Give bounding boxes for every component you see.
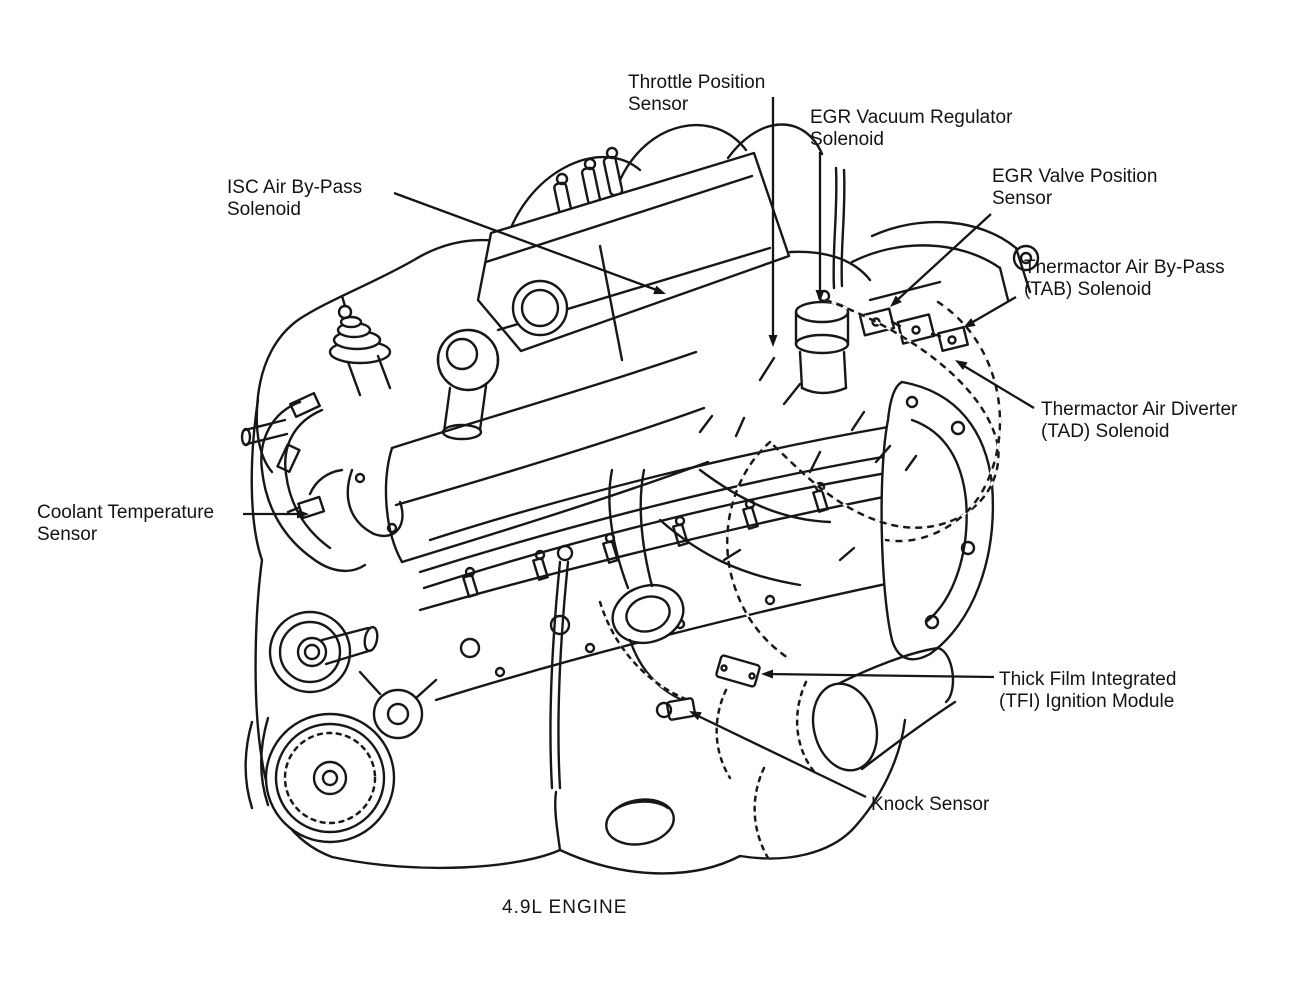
label-text: Solenoid <box>227 199 301 220</box>
water-pump-pulley <box>268 610 379 694</box>
thermactor-air-diverter-solenoid-leader-line <box>955 360 1035 409</box>
tfi-ignition-module-leader-line <box>761 669 995 679</box>
label-text: (TAD) Solenoid <box>1041 421 1169 442</box>
label-text: Sensor <box>992 188 1053 209</box>
vacuum-motor <box>328 294 392 397</box>
crank-pulley <box>244 712 396 844</box>
label-knock-sensor: Knock Sensor <box>871 794 990 815</box>
distributor <box>598 468 690 704</box>
label-throttle-position-sensor: Throttle Position Sensor <box>628 72 765 115</box>
coolant-temp-sensor-part <box>286 468 344 520</box>
label-tfi-ignition-module: Thick Film Integrated (TFI) Ignition Mod… <box>999 669 1176 712</box>
dipstick <box>549 544 574 790</box>
fuel-rail <box>418 423 918 590</box>
label-text: EGR Vacuum Regulator <box>810 107 1013 128</box>
thermactor-solenoids <box>858 280 969 353</box>
label-text: Thick Film Integrated <box>999 669 1176 690</box>
wiring-harness-ribbon <box>658 298 1000 660</box>
intake-tube <box>811 646 957 772</box>
label-egr-vacuum-regulator-solenoid: EGR Vacuum Regulator Solenoid <box>810 107 1013 150</box>
thermactor-air-bypass-solenoid-leader-line <box>963 296 1017 328</box>
label-coolant-temperature-sensor: Coolant Temperature Sensor <box>37 502 214 545</box>
detail-strokes <box>698 356 918 562</box>
label-text: Thermactor Air By-Pass <box>1024 257 1225 278</box>
tfi-module-part <box>715 654 761 688</box>
egr-valve <box>794 166 850 395</box>
label-text: Coolant Temperature <box>37 502 214 523</box>
intake-runners <box>503 123 824 253</box>
egr-valve-position-sensor-leader-line <box>890 213 992 307</box>
egr-vacuum-regulator-solenoid-leader-line <box>815 152 825 302</box>
flex-hoses <box>715 680 818 860</box>
label-thermactor-air-bypass-solenoid: Thermactor Air By-Pass (TAB) Solenoid <box>1024 257 1225 300</box>
throttle-position-sensor-leader-line <box>768 97 778 347</box>
label-text: EGR Valve Position <box>992 166 1157 187</box>
label-thermactor-air-diverter-solenoid: Thermactor Air Diverter (TAD) Solenoid <box>1041 399 1238 442</box>
heat-shield-band <box>884 300 1002 543</box>
starter <box>605 798 675 846</box>
label-text: Solenoid <box>810 129 884 150</box>
isc-air-bypass-solenoid-leader-line <box>393 191 666 295</box>
oil-filler-cap <box>436 328 500 441</box>
air-cleaner <box>476 151 791 362</box>
valve-cover <box>384 350 710 564</box>
oil-pan <box>330 718 907 875</box>
coolant-hoses <box>240 391 367 573</box>
label-egr-valve-position-sensor: EGR Valve Position Sensor <box>992 166 1157 209</box>
label-text: Sensor <box>37 524 98 545</box>
thermostat-housing <box>346 468 404 537</box>
label-text: (TAB) Solenoid <box>1024 279 1151 300</box>
upper-right-manifold <box>850 220 1040 302</box>
engine-line-art <box>240 123 1040 875</box>
bellhousing <box>880 380 994 661</box>
figure-caption: 4.9L ENGINE <box>502 897 627 918</box>
label-text: Knock Sensor <box>871 794 990 815</box>
callout-labels: Throttle Position Sensor EGR Vacuum Regu… <box>37 72 1238 918</box>
label-text: (TFI) Ignition Module <box>999 691 1174 712</box>
alternator <box>358 670 438 740</box>
label-text: Throttle Position <box>628 72 765 93</box>
label-text: Thermactor Air Diverter <box>1041 399 1238 420</box>
label-isc-air-bypass-solenoid: ISC Air By-Pass Solenoid <box>227 177 362 220</box>
label-text: ISC Air By-Pass <box>227 177 362 198</box>
knock-sensor-leader-line <box>689 711 867 799</box>
leader-lines <box>243 97 1035 799</box>
knock-sensor-part <box>655 697 697 721</box>
coolant-temperature-sensor-leader-line <box>243 509 309 519</box>
label-text: Sensor <box>628 94 689 115</box>
